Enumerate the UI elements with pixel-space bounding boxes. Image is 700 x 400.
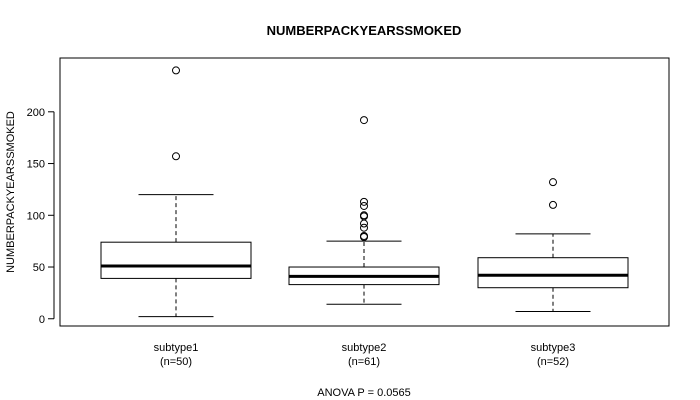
y-axis-label: NUMBERPACKYEARSSMOKED: [5, 111, 17, 273]
y-tick-label: 200: [27, 107, 45, 119]
y-tick-label: 50: [33, 262, 45, 274]
box-subtype3: [477, 178, 629, 313]
outlier-point: [360, 231, 368, 240]
outlier-point: [549, 178, 557, 187]
x-category-label: subtype1: [154, 342, 199, 354]
x-category-count: (n=61): [348, 356, 380, 368]
outlier-point: [360, 223, 368, 232]
plot-area-frame: [59, 57, 670, 327]
outlier-point: [549, 200, 557, 209]
x-category-count: (n=50): [160, 356, 192, 368]
y-tick-label: 150: [27, 159, 45, 171]
outlier-point: [172, 66, 180, 75]
box-iqr: [100, 241, 252, 279]
y-tick-label: 100: [27, 210, 45, 222]
box-subtype1: [100, 66, 252, 318]
outlier-point: [172, 152, 180, 161]
y-axis: 0 50 100 150 200: [27, 107, 55, 326]
outlier-point: [360, 211, 368, 220]
outlier-point: [360, 219, 368, 228]
x-category-label: subtype3: [531, 342, 576, 354]
x-category-count: (n=52): [537, 356, 569, 368]
x-category-label: subtype2: [342, 342, 387, 354]
chart-title: NUMBERPACKYEARSSMOKED: [267, 23, 462, 38]
box-subtype2: [288, 116, 440, 305]
outlier-point: [360, 116, 368, 125]
outlier-point: [360, 197, 368, 206]
x-axis-labels: subtype1 (n=50) subtype2 (n=61) subtype3 (n=5…: [154, 342, 576, 368]
y-tick-label: 0: [39, 314, 45, 326]
anova-annotation: ANOVA P = 0.0565: [317, 387, 410, 399]
boxes-group: [100, 66, 629, 318]
outlier-point: [360, 201, 368, 210]
box-iqr: [477, 257, 629, 289]
